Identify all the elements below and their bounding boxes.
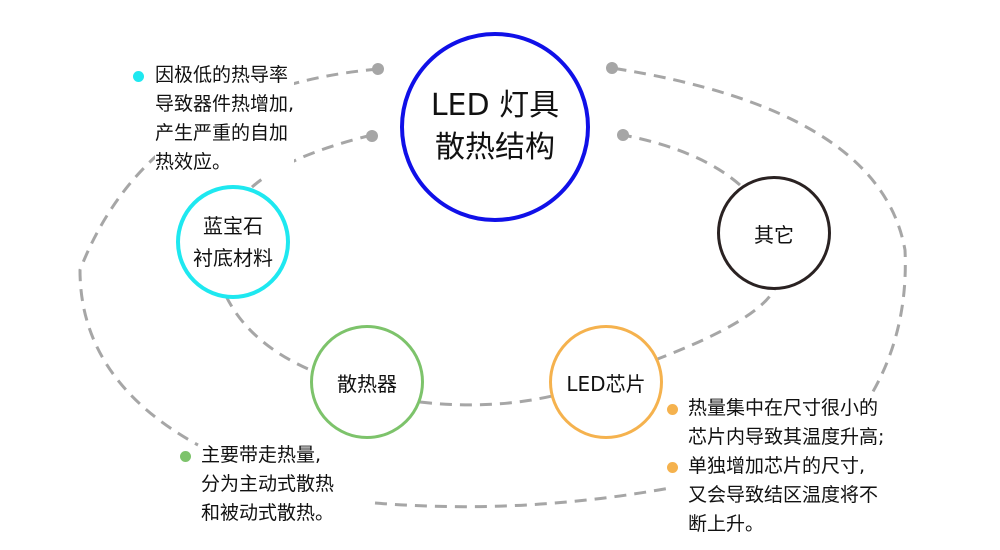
node-other: 其它 <box>717 176 831 290</box>
note-heatsink: 主要带走热量, 分为主动式散热 和被动式散热。 <box>201 441 335 528</box>
note-line: 产生严重的自加 <box>155 122 289 144</box>
note-chip: 热量集中在尺寸很小的 芯片内导致其温度升高; 单独增加芯片的尺寸, 又会导致结区… <box>688 394 885 539</box>
note-line: 单独增加芯片的尺寸, <box>688 455 866 477</box>
center-node: LED 灯具散热结构 <box>400 32 590 222</box>
node-other-label: 其它 <box>754 222 794 247</box>
node-sapphire-line2: 衬底材料 <box>193 246 273 270</box>
connector-endpoint <box>366 130 378 142</box>
node-heatsink: 散热器 <box>310 325 424 439</box>
connector-endpoint <box>372 63 384 75</box>
note-line: 导致器件热增加, <box>155 93 295 115</box>
outer-dashed-path <box>78 66 907 509</box>
note-line: 分为主动式散热 <box>201 473 335 495</box>
node-chip-label: LED芯片 <box>566 371 646 396</box>
connector-endpoint <box>606 62 618 74</box>
connector-endpoint <box>617 129 629 141</box>
node-sapphire-line1: 蓝宝石 <box>203 214 263 238</box>
note-sapphire: 因极低的热导率 导致器件热增加, 产生严重的自加 热效应。 <box>155 61 295 177</box>
note-line: 主要带走热量, <box>201 444 322 466</box>
note-line: 断上升。 <box>688 513 765 535</box>
note-line: 因极低的热导率 <box>155 64 289 86</box>
note-line: 和被动式散热。 <box>201 502 335 524</box>
node-sapphire: 蓝宝石衬底材料 <box>176 185 290 299</box>
center-title-line2: 散热结构 <box>435 130 555 165</box>
node-chip: LED芯片 <box>549 325 663 439</box>
bullet-orange <box>667 462 678 473</box>
bullet-green <box>180 451 191 462</box>
note-line: 芯片内导致其温度升高; <box>688 426 885 448</box>
node-heatsink-label: 散热器 <box>337 371 397 396</box>
note-line: 又会导致结区温度将不 <box>688 484 879 506</box>
center-title-line1: LED 灯具 <box>430 88 560 123</box>
bullet-orange <box>667 404 678 415</box>
note-line: 热量集中在尺寸很小的 <box>688 397 879 419</box>
note-line: 热效应。 <box>155 151 232 173</box>
bullet-cyan <box>133 71 144 82</box>
